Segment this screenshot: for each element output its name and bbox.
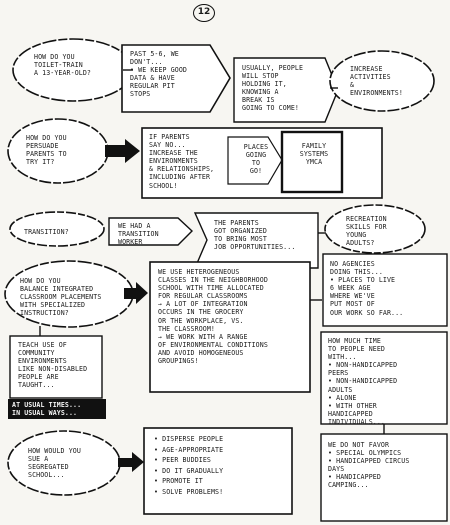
- arrow-box-shape: [233, 57, 339, 123]
- answer-how-much-time: How much time to people need with... • N…: [328, 337, 398, 426]
- box-shape: [9, 335, 103, 399]
- answer-transition-worker: We had a transition worker: [118, 222, 159, 247]
- answer-no-agencies: No agencies doing this... • Places to li…: [330, 260, 404, 317]
- box-shape: [227, 136, 283, 185]
- arrow-shape: [124, 282, 148, 304]
- answer-parents-organized: The parents got organized to bring most …: [214, 219, 296, 252]
- question-transition: Transition?: [24, 228, 69, 236]
- answer-increase-activities: Increase activities & environments!: [350, 65, 403, 98]
- answer-stop-holding: Usually, people will stop holding it, kn…: [242, 64, 304, 113]
- answer-disperse-people: • Disperse people • Age-appropriate • Pe…: [154, 435, 224, 496]
- answer-heterogeneous-classes: We use heterogeneous classes in the neig…: [158, 268, 268, 366]
- box-shape: [143, 427, 293, 515]
- arrow-box-shape: [121, 44, 231, 113]
- arrow-shape: [118, 452, 144, 472]
- page-number: 12: [193, 4, 215, 22]
- arrow-box-shape: [108, 217, 194, 246]
- box-shape: [280, 130, 344, 194]
- question-segregated-school: How would you sue a segregated school...: [28, 447, 81, 480]
- arrow-shape: [105, 139, 140, 163]
- question-persuade-parents: How do you persuade parents to try it?: [26, 134, 67, 167]
- question-balance-placements: How do you balance integrated classroom …: [20, 277, 102, 318]
- answer-usual-times: At usual times... in usual ways...: [8, 399, 106, 420]
- cloud-shape: [329, 50, 435, 112]
- answer-family-systems: Family systems YMCA: [299, 142, 329, 167]
- box-shape: [322, 253, 448, 327]
- cloud-shape: [324, 204, 426, 254]
- answer-past-five: Past 5-6, we don't... • We keep good dat…: [130, 50, 187, 99]
- cloud-shape: [9, 211, 105, 247]
- question-toilet-train: How do you toilet-train a 13-year-old?: [34, 53, 91, 78]
- answer-if-parents-say-no: If parents say no... increase the enviro…: [149, 133, 215, 190]
- box-shape: [149, 261, 311, 393]
- answer-places-to-go: Places going to go!: [243, 143, 269, 176]
- question-recreation-skills: Recreation skills for young adults?: [346, 215, 387, 248]
- answer-teach-community-use: Teach use of community environments like…: [18, 341, 88, 390]
- answer-do-not-favor: We do not favor • Special Olympics • Han…: [328, 441, 410, 490]
